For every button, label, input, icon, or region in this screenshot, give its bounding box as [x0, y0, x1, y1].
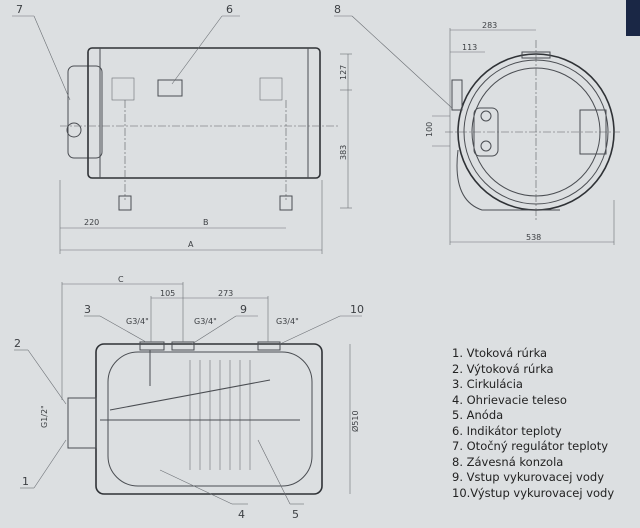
- legend-item: 6. Indikátor teploty: [452, 423, 562, 438]
- dim-283: 283: [482, 21, 497, 30]
- dim-220: 220: [84, 218, 99, 227]
- callout-8: 8: [334, 3, 341, 16]
- parts-legend: 1. Vtoková rúrka 2. Výtoková rúrka 3. Ci…: [452, 346, 614, 501]
- legend-item: 4. Ohrievacie teleso: [452, 392, 567, 407]
- legend-item: 10.Výstup vykurovacej vody: [452, 485, 615, 500]
- callout-7: 7: [16, 3, 23, 16]
- callout-2: 2: [14, 337, 21, 350]
- legend-item: 3. Cirkulácia: [452, 377, 523, 391]
- callout-1: 1: [22, 475, 29, 488]
- dim-105: 105: [160, 289, 175, 298]
- dim-383: 383: [339, 145, 348, 160]
- section-view: C 105 273 G3/4" G3/4" G3/4" G1/2" Ø510 3…: [14, 275, 364, 521]
- dim-g12: G1/2": [40, 405, 49, 428]
- callout-6: 6: [226, 3, 233, 16]
- dim-g34-inlet: G3/4": [194, 317, 217, 326]
- dim-a: A: [188, 240, 194, 249]
- legend-item: 2. Výtoková rúrka: [452, 361, 554, 376]
- callout-5: 5: [292, 508, 299, 521]
- dim-b: B: [203, 218, 209, 227]
- dim-273: 273: [218, 289, 233, 298]
- legend-item: 9. Vstup vykurovacej vody: [452, 470, 605, 484]
- callout-4: 4: [238, 508, 245, 521]
- page-corner-tab: [626, 0, 640, 36]
- callout-9: 9: [240, 303, 247, 316]
- callout-10: 10: [350, 303, 364, 316]
- dim-127: 127: [339, 65, 348, 80]
- side-view: 283 113 100 538 8: [334, 3, 620, 245]
- dim-100: 100: [425, 122, 434, 137]
- dim-d510: Ø510: [350, 410, 360, 432]
- dim-c: C: [118, 275, 124, 284]
- legend-item: 8. Závesná konzola: [452, 454, 564, 469]
- legend-item: 5. Anóda: [452, 408, 504, 422]
- dim-g34-circulation: G3/4": [126, 317, 149, 326]
- legend-item: 1. Vtoková rúrka: [452, 346, 548, 360]
- dim-113: 113: [462, 43, 477, 52]
- dim-538: 538: [526, 233, 541, 242]
- front-view: 220 B A 127 383 7 6: [12, 3, 352, 254]
- legend-item: 7. Otočný regulátor teploty: [452, 439, 609, 453]
- dim-g34-outlet: G3/4": [276, 317, 299, 326]
- callout-3: 3: [84, 303, 91, 316]
